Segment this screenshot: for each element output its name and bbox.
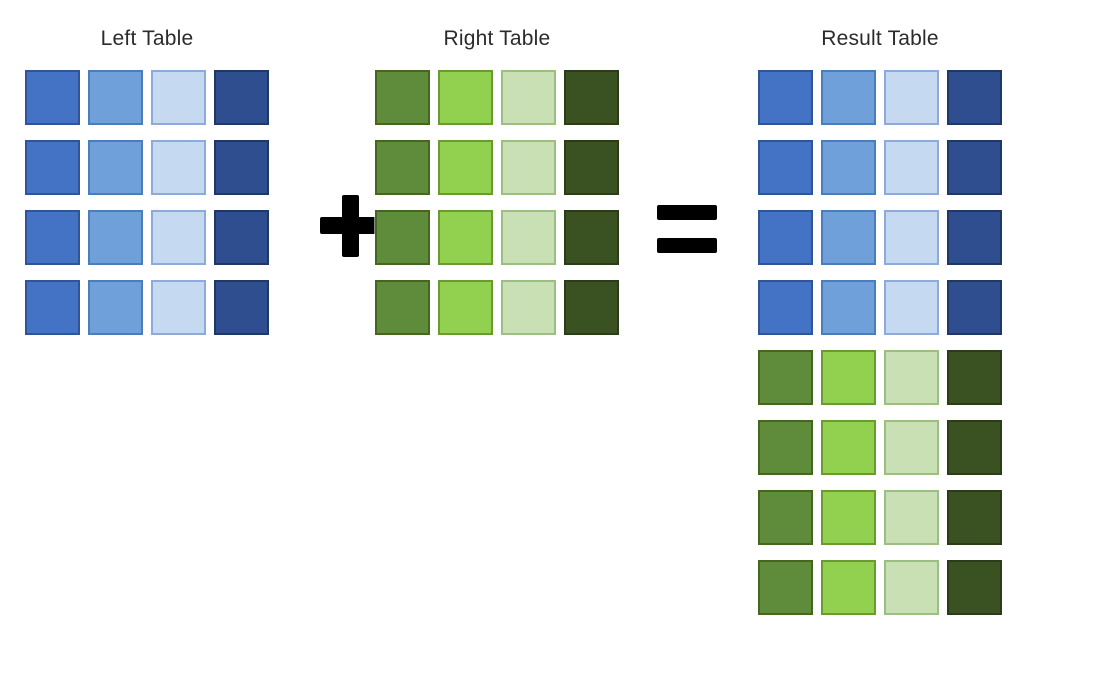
table-cell — [758, 70, 813, 125]
table-cell — [564, 210, 619, 265]
table-cell — [151, 70, 206, 125]
table-cell — [501, 280, 556, 335]
table-cell — [884, 70, 939, 125]
table-cell — [947, 70, 1002, 125]
table-cell — [821, 210, 876, 265]
table-cell — [947, 210, 1002, 265]
table-cell — [25, 140, 80, 195]
table-cell — [758, 420, 813, 475]
table-cell — [758, 560, 813, 615]
table-cell — [88, 280, 143, 335]
table-cell — [884, 210, 939, 265]
table-cell — [758, 350, 813, 405]
equals-operator-icon — [657, 205, 717, 253]
right-table-grid — [375, 70, 619, 335]
table-cell — [151, 140, 206, 195]
table-cell — [375, 70, 430, 125]
table-cell — [88, 70, 143, 125]
table-cell — [501, 210, 556, 265]
table-cell — [947, 140, 1002, 195]
table-cell — [947, 420, 1002, 475]
table-cell — [214, 210, 269, 265]
plus-operator-icon — [320, 195, 382, 257]
equals-top-bar — [657, 205, 717, 220]
table-cell — [501, 140, 556, 195]
table-cell — [821, 280, 876, 335]
right-table-title: Right Table — [443, 27, 551, 50]
table-cell — [884, 280, 939, 335]
table-cell — [947, 350, 1002, 405]
result-table-title: Result Table — [821, 27, 939, 50]
table-cell — [438, 210, 493, 265]
table-cell — [884, 490, 939, 545]
table-cell — [758, 210, 813, 265]
table-cell — [438, 280, 493, 335]
table-cell — [821, 70, 876, 125]
result-table-block: Result Table — [758, 28, 1002, 615]
result-table-grid — [758, 70, 1002, 615]
table-cell — [947, 560, 1002, 615]
left-table-grid — [25, 70, 269, 335]
table-cell — [25, 70, 80, 125]
table-cell — [151, 280, 206, 335]
table-cell — [25, 280, 80, 335]
table-cell — [821, 420, 876, 475]
table-cell — [151, 210, 206, 265]
table-cell — [88, 140, 143, 195]
equals-bottom-bar — [657, 238, 717, 253]
table-cell — [947, 280, 1002, 335]
right-table-block: Right Table — [375, 28, 619, 335]
table-cell — [821, 490, 876, 545]
table-cell — [758, 490, 813, 545]
table-cell — [501, 70, 556, 125]
table-cell — [884, 140, 939, 195]
left-table-title: Left Table — [100, 27, 194, 50]
table-cell — [438, 140, 493, 195]
table-cell — [375, 140, 430, 195]
table-cell — [88, 210, 143, 265]
table-cell — [564, 70, 619, 125]
table-cell — [214, 140, 269, 195]
table-cell — [25, 210, 80, 265]
table-cell — [821, 350, 876, 405]
table-cell — [214, 70, 269, 125]
left-table-block: Left Table — [25, 28, 269, 335]
table-cell — [758, 280, 813, 335]
table-cell — [564, 280, 619, 335]
table-cell — [438, 70, 493, 125]
table-cell — [821, 140, 876, 195]
table-cell — [758, 140, 813, 195]
table-cell — [884, 560, 939, 615]
plus-vertical-bar — [342, 195, 359, 257]
table-cell — [564, 140, 619, 195]
table-cell — [884, 420, 939, 475]
table-cell — [375, 210, 430, 265]
table-cell — [375, 280, 430, 335]
table-cell — [884, 350, 939, 405]
table-cell — [214, 280, 269, 335]
table-cell — [947, 490, 1002, 545]
table-cell — [821, 560, 876, 615]
